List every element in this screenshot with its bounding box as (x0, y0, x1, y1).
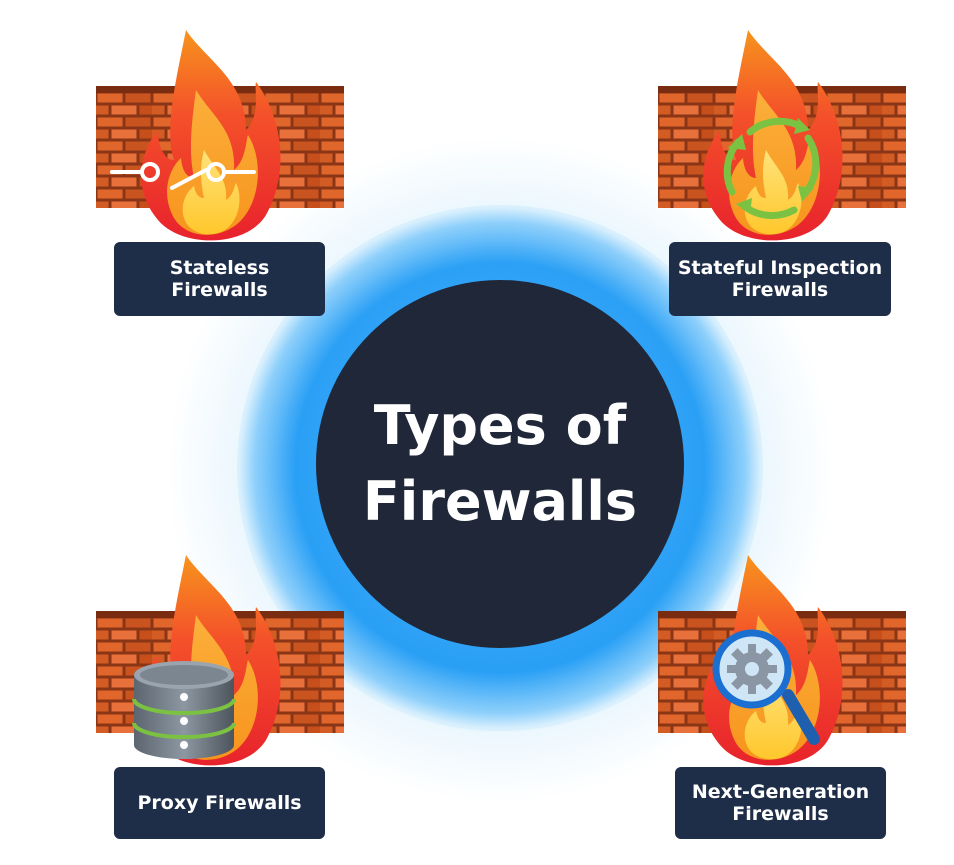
stateless-firewalls-label: Stateless Firewalls (114, 242, 325, 316)
brick-wall-fire-graphic (658, 20, 908, 242)
next-generation-firewalls-label: Next-Generation Firewalls (675, 767, 886, 839)
brick-wall-fire-graphic (96, 545, 346, 767)
brick-wall-fire-graphic (658, 545, 908, 767)
database-server-icon (134, 661, 234, 759)
center-title: Types of Firewalls (335, 388, 665, 540)
stateful-inspection-firewalls-label: Stateful Inspection Firewalls (669, 242, 891, 316)
brick-wall-fire-graphic (96, 20, 346, 242)
proxy-firewalls-label: Proxy Firewalls (114, 767, 325, 839)
center-circle: Types of Firewalls (316, 280, 684, 648)
